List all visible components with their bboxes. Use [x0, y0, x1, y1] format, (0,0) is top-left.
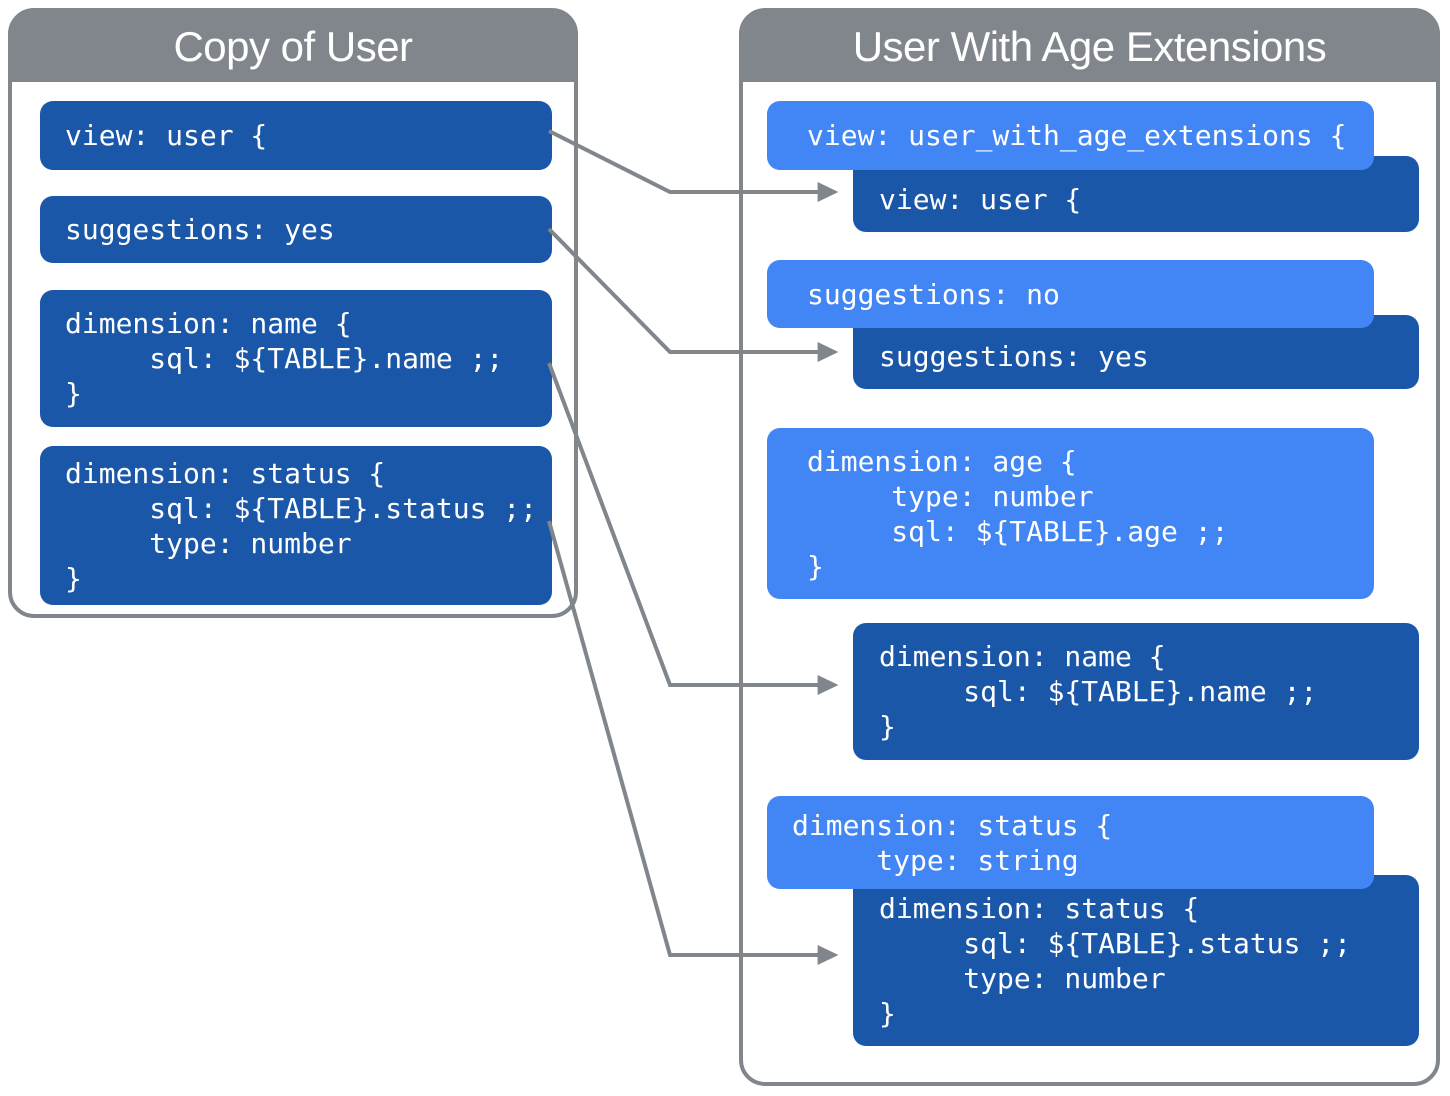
code-block-extension-suggestions: suggestions: no [767, 260, 1374, 328]
age-extensions-header: User With Age Extensions [743, 12, 1436, 82]
code-block-original-dimension-status: dimension: status { sql: ${TABLE}.status… [853, 875, 1419, 1046]
code-block-extension-dimension-status: dimension: status { type: string [767, 796, 1374, 889]
code-text: suggestions: no [807, 277, 1060, 311]
code-text: suggestions: yes [65, 213, 335, 246]
copy-of-user-title: Copy of User [173, 23, 413, 70]
code-text: dimension: name { sql: ${TABLE}.name ;; … [879, 640, 1318, 743]
code-block-original-dimension-name: dimension: name { sql: ${TABLE}.name ;; … [853, 623, 1419, 760]
panel-user-with-age-extensions: User With Age Extensions view: user { vi… [739, 8, 1440, 1086]
code-block-extension-view: view: user_with_age_extensions { [767, 101, 1374, 170]
code-text: suggestions: yes [879, 340, 1149, 373]
code-text: dimension: status { sql: ${TABLE}.status… [879, 892, 1352, 1030]
code-block-dimension-status: dimension: status { sql: ${TABLE}.status… [40, 446, 552, 605]
code-block-dimension-name: dimension: name { sql: ${TABLE}.name ;; … [40, 290, 552, 427]
code-text: dimension: name { sql: ${TABLE}.name ;; … [65, 307, 504, 410]
copy-of-user-header: Copy of User [12, 12, 574, 82]
code-text: view: user_with_age_extensions { [807, 119, 1347, 152]
code-text: view: user { [65, 119, 268, 152]
panel-copy-of-user: Copy of User view: user { suggestions: y… [8, 8, 578, 618]
code-text: dimension: age { type: number sql: ${TAB… [807, 444, 1229, 583]
age-extensions-title: User With Age Extensions [852, 23, 1327, 70]
code-text: dimension: status { type: string [792, 808, 1113, 877]
code-block-view-user: view: user { [40, 101, 552, 170]
code-text: dimension: status { sql: ${TABLE}.status… [65, 456, 538, 595]
code-text: view: user { [879, 183, 1082, 216]
code-block-extension-dimension-age: dimension: age { type: number sql: ${TAB… [767, 428, 1374, 599]
code-block-suggestions-yes: suggestions: yes [40, 196, 552, 263]
